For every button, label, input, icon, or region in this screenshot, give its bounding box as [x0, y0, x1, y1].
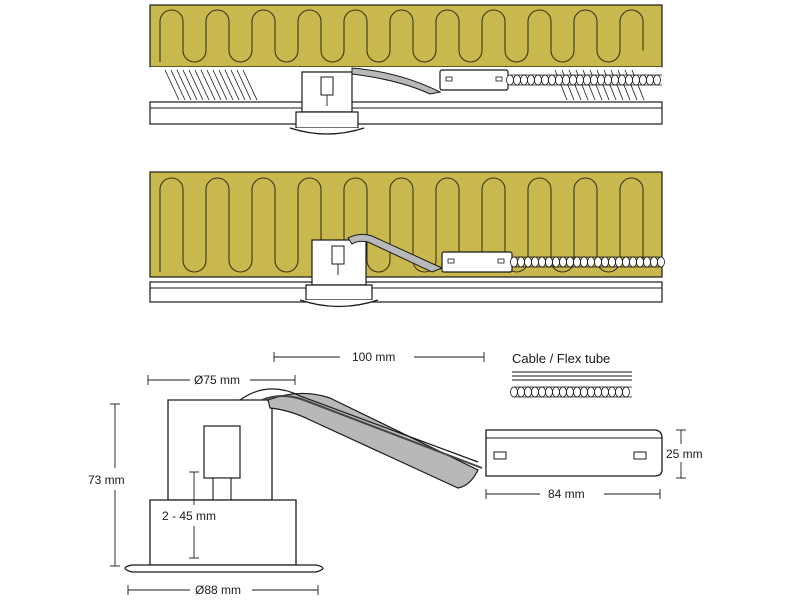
dimension-label: 100 mm: [352, 350, 395, 364]
driver-box: [441, 251, 513, 273]
dimension-box-length: 84 mm: [485, 487, 661, 501]
dimension-label: Ø88 mm: [195, 583, 241, 597]
bezel: [124, 564, 324, 573]
dimension-bezel-diameter: Ø88 mm: [127, 583, 319, 597]
cable-arm: [267, 392, 479, 489]
dimension-label: 2 - 45 mm: [162, 509, 216, 523]
driver-box: [485, 429, 663, 477]
insulation-block: [149, 4, 663, 68]
cable: [351, 67, 442, 95]
installation-view-top: [149, 4, 663, 135]
insulation-loops: [159, 9, 644, 63]
dimension-drawing: Cable / Flex tube 100 mm Ø75 mm: [88, 350, 703, 597]
lamp-holder: [203, 425, 241, 479]
ceiling-board: [149, 101, 663, 125]
flex-tube: [510, 256, 665, 268]
legend-label: Cable / Flex tube: [512, 351, 610, 366]
lamp-holder: [331, 245, 345, 265]
insulation-loops: [159, 177, 644, 273]
dimension-label: 73 mm: [88, 473, 125, 487]
dimension-total-height: 73 mm: [88, 403, 125, 567]
dimension-label: 25 mm: [666, 447, 703, 461]
dimension-box-height: 25 mm: [666, 429, 703, 479]
lamp-holder: [320, 76, 334, 96]
legend: Cable / Flex tube: [510, 351, 632, 398]
flex-tube-sample: [510, 386, 632, 398]
installation-view-bottom: [149, 171, 665, 308]
dimension-label: 84 mm: [548, 487, 585, 501]
dimension-label: Ø75 mm: [194, 373, 240, 387]
dimension-lamp-depth: 2 - 45 mm: [162, 471, 216, 559]
dimension-top-diameter: Ø75 mm: [147, 373, 296, 387]
dimension-100mm: 100 mm: [273, 350, 485, 364]
ceiling-board: [149, 281, 663, 303]
driver-box: [439, 69, 509, 91]
cable: [347, 233, 444, 273]
flex-tube: [506, 74, 662, 86]
